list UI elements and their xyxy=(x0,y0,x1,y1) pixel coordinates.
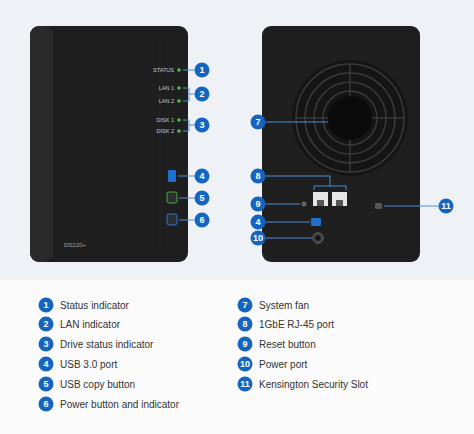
panel-label: DISK 1 xyxy=(130,117,174,124)
legend-text: Drive status indicator xyxy=(60,338,153,351)
legend-text: Power port xyxy=(259,358,307,371)
callout-number: 7 xyxy=(250,114,266,130)
legend-text: USB copy button xyxy=(60,378,135,391)
callout-number: 6 xyxy=(38,396,54,412)
legend-text: Status indicator xyxy=(60,299,129,312)
callout-number: 5 xyxy=(194,190,210,206)
panel-label: DISK 2 xyxy=(130,128,174,135)
panel-label: STATUS xyxy=(130,67,174,74)
callout-number: 4 xyxy=(250,214,266,230)
callout-number: 9 xyxy=(250,196,266,212)
panel-label: LAN 2 xyxy=(130,98,174,105)
callout-number: 1 xyxy=(38,297,54,313)
callout-number: 8 xyxy=(250,168,266,184)
legend-text: System fan xyxy=(259,299,309,312)
callout-number: 3 xyxy=(194,117,210,133)
callout-number: 11 xyxy=(438,198,454,214)
callout-number: 5 xyxy=(38,376,54,392)
callout-number: 10 xyxy=(237,356,253,372)
callout-number: 4 xyxy=(38,356,54,372)
callout-number: 2 xyxy=(194,86,210,102)
callout-number: 9 xyxy=(237,336,253,352)
model-name: DS220+ xyxy=(64,241,86,249)
callout-number: 3 xyxy=(38,336,54,352)
callout-number: 8 xyxy=(237,316,253,332)
panel-label: LAN 1 xyxy=(130,85,174,92)
callout-number: 1 xyxy=(194,62,210,78)
legend-text: Power button and indicator xyxy=(60,398,179,411)
legend-text: Reset button xyxy=(259,338,316,351)
callout-number: 2 xyxy=(38,316,54,332)
legend-text: LAN indicator xyxy=(60,318,120,331)
callout-number: 4 xyxy=(194,168,210,184)
callout-number: 10 xyxy=(250,230,266,246)
legend-text: Kensington Security Slot xyxy=(259,378,368,391)
callout-number: 6 xyxy=(194,212,210,228)
legend-text: 1GbE RJ-45 port xyxy=(259,318,334,331)
callout-number: 11 xyxy=(237,376,253,392)
callout-number: 7 xyxy=(237,297,253,313)
legend-text: USB 3.0 port xyxy=(60,358,117,371)
